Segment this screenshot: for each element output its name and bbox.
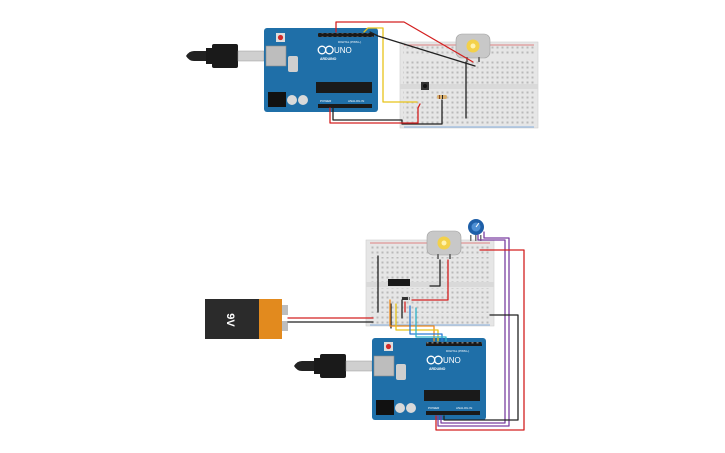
capacitor [298, 95, 308, 105]
model-label: UNO [443, 356, 461, 365]
transistor-chip[interactable] [388, 279, 410, 286]
microcontroller-chip [424, 390, 480, 401]
brand-label: ARDUINO [320, 57, 337, 61]
battery-voltage-label: 9V [224, 313, 236, 327]
dc-motor-2[interactable] [426, 230, 462, 259]
usb-cable-1[interactable] [186, 44, 265, 68]
usb-port [265, 45, 287, 67]
wires-1[interactable] [329, 21, 476, 125]
brand-label: ARDUINO [429, 367, 446, 371]
arduino-logo-icon [426, 355, 443, 365]
capacitor [406, 403, 416, 413]
analog-label: ANALOG IN [456, 406, 472, 410]
dc-motor-1[interactable] [455, 33, 491, 62]
circuit-1: UNO ARDUINO DIGITAL (PWM~) ANALOG IN POW… [186, 21, 539, 129]
model-label: UNO [334, 46, 352, 55]
analog-label: ANALOG IN [348, 99, 364, 103]
arduino-logo-icon [317, 45, 334, 55]
capacitor [395, 403, 405, 413]
usb-port [373, 355, 395, 377]
power-analog-header [318, 104, 372, 108]
capacitor [287, 95, 297, 105]
usb-cable-2[interactable] [294, 354, 373, 378]
digital-label: DIGITAL (PWM~) [446, 349, 469, 353]
circuit-2: 9V UNO ARDUI [205, 219, 525, 431]
potentiometer[interactable] [468, 219, 484, 241]
resistor-1 [437, 95, 447, 99]
push-button-1[interactable] [421, 82, 429, 90]
wires-2[interactable] [287, 231, 525, 431]
arduino-uno-1[interactable]: UNO ARDUINO DIGITAL (PWM~) ANALOG IN POW… [264, 28, 378, 112]
diode [402, 297, 410, 300]
battery-9v[interactable]: 9V [205, 299, 288, 339]
power-label: POWER [320, 99, 332, 103]
power-jack [268, 92, 286, 107]
microcontroller-chip [316, 82, 372, 93]
crystal [288, 56, 298, 72]
crystal [396, 364, 406, 380]
digital-label: DIGITAL (PWM~) [338, 40, 361, 44]
arduino-uno-2[interactable]: UNO ARDUINO DIGITAL (PWM~) ANALOG IN POW… [372, 338, 486, 420]
power-jack [376, 400, 394, 415]
power-analog-header [426, 411, 480, 415]
power-label: POWER [428, 406, 440, 410]
